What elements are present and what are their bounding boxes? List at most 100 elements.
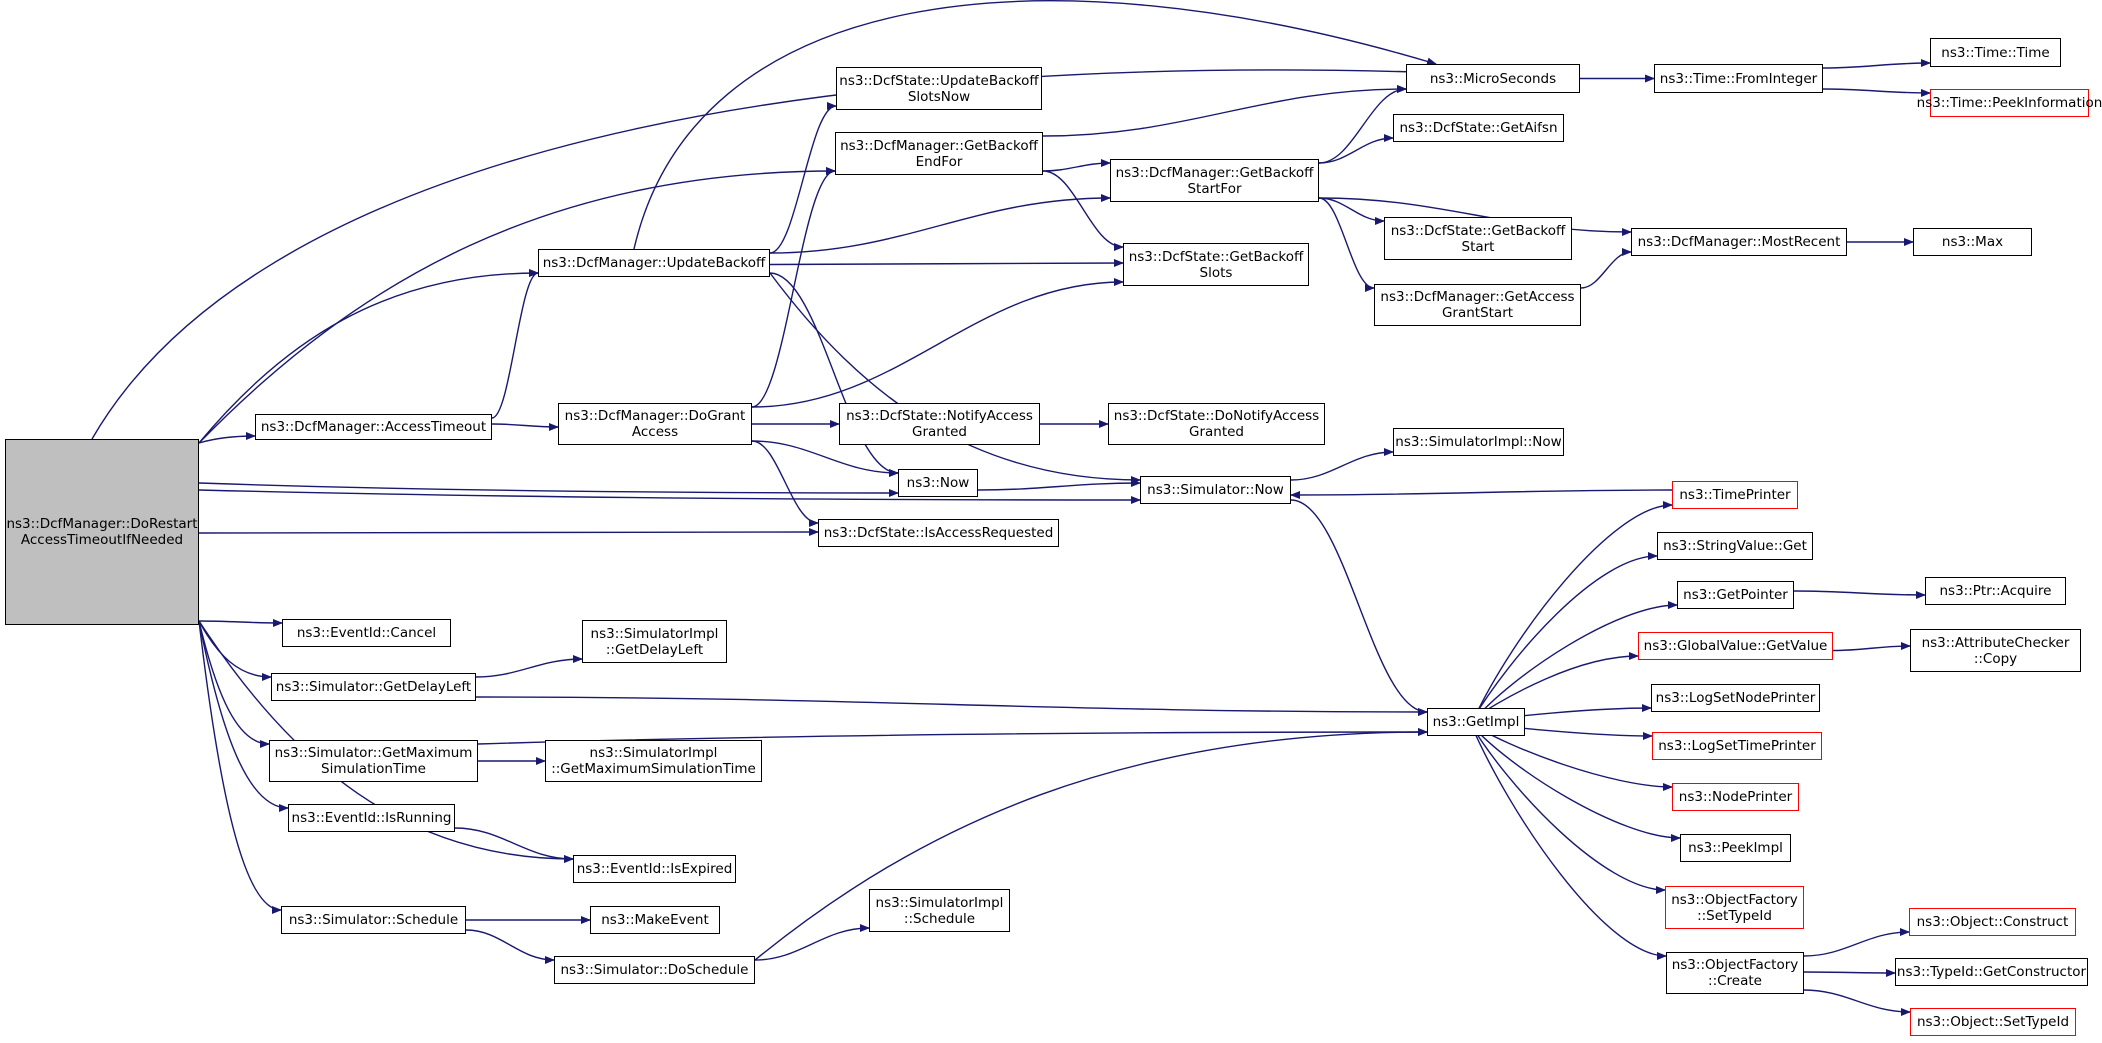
node-label: Start (1461, 238, 1495, 255)
node-now[interactable]: ns3::Now (898, 469, 978, 497)
edge-root-to-simGetMaxSimTime (198, 620, 270, 748)
edge-fromInteger-to-peekInformation (1822, 88, 1931, 97)
node-attribute-checker-copy[interactable]: ns3::AttributeChecker::Copy (1910, 629, 2081, 672)
edge-getBackoffEndFor-to-getBackoffStartFor (1042, 159, 1111, 172)
node-node-printer[interactable]: ns3::NodePrinter (1672, 783, 1799, 811)
node-label: ns3::TimePrinter (1679, 487, 1791, 503)
node-label: ::SetTypeId (1697, 907, 1772, 924)
node-sim-impl-schedule[interactable]: ns3::SimulatorImpl::Schedule (869, 889, 1010, 932)
node-label: ns3::DcfState::NotifyAccess (846, 408, 1033, 424)
node-most-recent[interactable]: ns3::DcfManager::MostRecent (1631, 228, 1847, 256)
node-object-construct[interactable]: ns3::Object::Construct (1909, 908, 2076, 936)
node-label: ns3::Ptr::Acquire (1939, 583, 2052, 599)
node-label: ns3::EventId::IsRunning (291, 810, 452, 826)
node-global-value-get-value[interactable]: ns3::GlobalValue::GetValue (1638, 632, 1833, 660)
node-label: ns3::Simulator::Now (1147, 482, 1284, 498)
node-log-set-node-printer[interactable]: ns3::LogSetNodePrinter (1651, 684, 1820, 712)
node-is-access-requested[interactable]: ns3::DcfState::IsAccessRequested (818, 519, 1059, 547)
edge-getImpl-to-stringValueGet (1470, 552, 1658, 723)
node-get-impl[interactable]: ns3::GetImpl (1427, 708, 1525, 736)
node-label: ns3::Simulator::Schedule (288, 912, 459, 928)
node-get-pointer[interactable]: ns3::GetPointer (1677, 581, 1794, 609)
edge-getImpl-to-peekImpl (1468, 721, 1681, 842)
node-ptr-acquire[interactable]: ns3::Ptr::Acquire (1925, 577, 2066, 605)
node-label: EndFor (915, 153, 963, 170)
edge-getPointer-to-ptrAcquire (1793, 590, 1926, 599)
edge-getImpl-to-timePrinter (1471, 501, 1673, 723)
node-label: ns3::Object::SetTypeId (1916, 1014, 2070, 1030)
node-label: ns3::ObjectFactory (1671, 891, 1798, 908)
node-label: ns3::DcfManager::MostRecent (1637, 234, 1841, 250)
node-label: ns3::AttributeChecker (1921, 634, 2070, 651)
node-type-id-get-constructor[interactable]: ns3::TypeId::GetConstructor (1895, 958, 2088, 986)
node-from-integer[interactable]: ns3::Time::FromInteger (1654, 64, 1823, 93)
node-label: ns3::Time::Time (1941, 44, 2050, 61)
node-make-event[interactable]: ns3::MakeEvent (590, 906, 720, 934)
edge-getImpl-to-getPointer (1471, 601, 1678, 723)
node-label: ::Create (1708, 973, 1762, 989)
edge-timePrinter-to-simulatorNow (1290, 489, 1673, 499)
node-time-time[interactable]: ns3::Time::Time (1930, 38, 2061, 67)
node-label: ns3::MicroSeconds (1429, 70, 1557, 87)
node-string-value-get[interactable]: ns3::StringValue::Get (1657, 532, 1813, 560)
node-time-printer[interactable]: ns3::TimePrinter (1672, 481, 1798, 509)
node-label: AccessTimeoutIfNeeded (20, 532, 184, 548)
edge-updateBackoff-to-microSeconds (633, 0, 1437, 250)
edge-getAccessGrantStart-to-mostRecent (1580, 248, 1632, 289)
edge-root-to-simulatorNow (198, 489, 1141, 504)
node-get-aifsn[interactable]: ns3::DcfState::GetAifsn (1393, 114, 1564, 142)
edge-objectFactoryCreate-to-objectConstruct (1803, 928, 1910, 957)
node-simulator-now[interactable]: ns3::Simulator::Now (1140, 476, 1291, 504)
edge-updateBackoff-to-updateBackoffSlotsNow (769, 102, 837, 254)
node-label: ns3::DcfManager::GetBackoff (840, 137, 1038, 154)
node-access-timeout[interactable]: ns3::DcfManager::AccessTimeout (255, 414, 492, 440)
node-label: ns3::SimulatorImpl (589, 745, 718, 761)
node-log-set-time-printer[interactable]: ns3::LogSetTimePrinter (1652, 732, 1822, 760)
edge-getBackoffEndFor-to-microSeconds (1042, 85, 1407, 137)
edge-eventIdIsRunning-to-eventIdIsExpired (454, 827, 574, 863)
node-sim-schedule[interactable]: ns3::Simulator::Schedule (281, 906, 466, 934)
node-label: ns3::EventId::IsExpired (576, 861, 733, 877)
node-object-factory-create[interactable]: ns3::ObjectFactory::Create (1666, 952, 1804, 994)
node-event-id-is-running[interactable]: ns3::EventId::IsRunning (288, 804, 455, 832)
node-max[interactable]: ns3::Max (1913, 228, 2032, 256)
node-label: SimulationTime (321, 761, 426, 777)
edge-doGrantAccess-to-getBackoffEndFor (751, 167, 836, 408)
node-peek-information[interactable]: ns3::Time::PeekInformation (1917, 89, 2102, 117)
node-event-id-cancel[interactable]: ns3::EventId::Cancel (282, 619, 451, 647)
node-label: SlotsNow (907, 88, 971, 105)
node-label: Granted (1188, 424, 1244, 440)
edge-doGrantAccess-to-isAccessRequested (751, 440, 819, 527)
node-label: ns3::GetPointer (1683, 587, 1788, 603)
edge-simGetDelayLeft-to-getImpl (475, 696, 1428, 716)
edge-objectFactoryCreate-to-typeIdGetConstructor (1803, 968, 1896, 977)
edge-simulatorNow-to-simulatorImplNow (1290, 448, 1394, 481)
edge-getImpl-to-objectFactorySetTypeId (1468, 721, 1666, 894)
node-micro-seconds[interactable]: ns3::MicroSeconds (1406, 64, 1580, 93)
node-sim-impl-get-max-sim-time[interactable]: ns3::SimulatorImpl::GetMaximumSimulation… (545, 740, 762, 782)
node-object-factory-set-type-id[interactable]: ns3::ObjectFactory::SetTypeId (1665, 886, 1804, 929)
node-sim-impl-get-delay-left[interactable]: ns3::SimulatorImpl::GetDelayLeft (582, 620, 727, 663)
node-label: ns3::Simulator::GetDelayLeft (275, 679, 472, 695)
node-object-set-type-id[interactable]: ns3::Object::SetTypeId (1910, 1008, 2076, 1036)
node-update-backoff[interactable]: ns3::DcfManager::UpdateBackoff (538, 249, 770, 277)
edge-root-to-isAccessRequested (198, 528, 819, 537)
edge-getBackoffStartFor-to-microSeconds (1318, 85, 1407, 164)
node-sim-get-delay-left[interactable]: ns3::Simulator::GetDelayLeft (271, 673, 476, 701)
edge-root-to-eventIdCancel (198, 618, 283, 627)
node-peek-impl[interactable]: ns3::PeekImpl (1680, 834, 1791, 862)
node-sim-do-schedule[interactable]: ns3::Simulator::DoSchedule (554, 956, 755, 984)
node-event-id-is-expired[interactable]: ns3::EventId::IsExpired (573, 855, 736, 883)
node-simulator-impl-now[interactable]: ns3::SimulatorImpl::Now (1393, 428, 1564, 456)
